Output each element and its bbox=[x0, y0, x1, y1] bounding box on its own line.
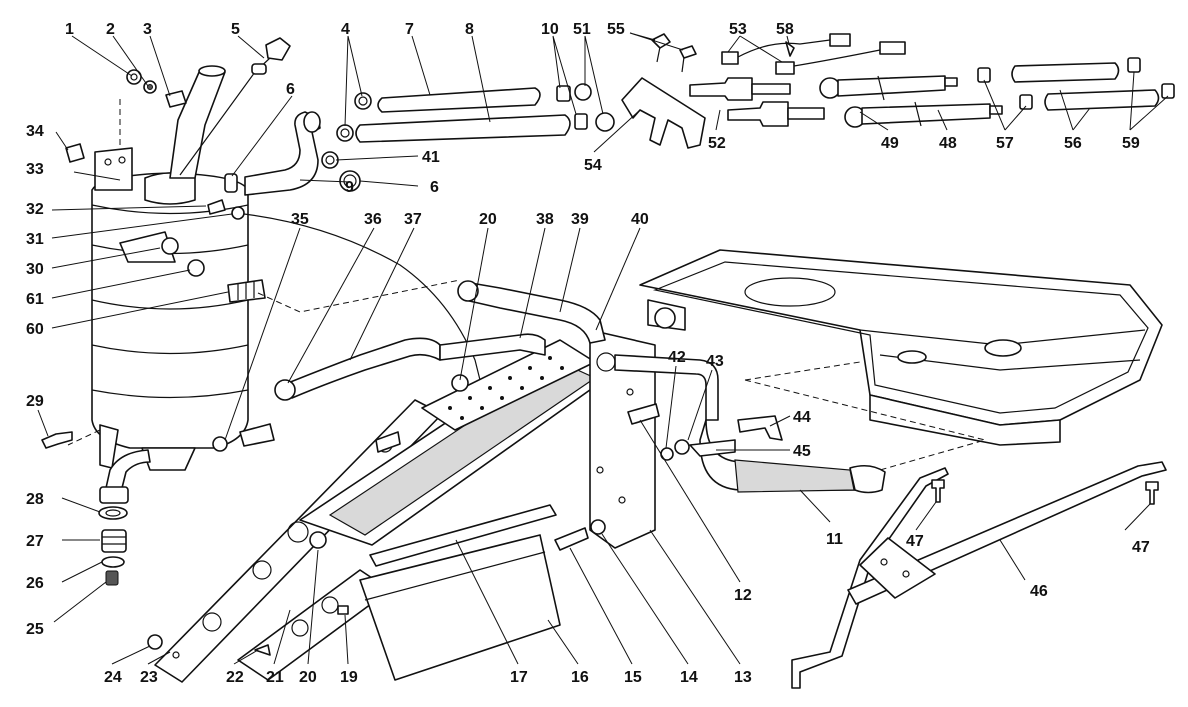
callout-46: 46 bbox=[1030, 583, 1048, 600]
callout-14: 14 bbox=[680, 669, 698, 686]
callout-36: 36 bbox=[364, 211, 382, 228]
callout-55: 55 bbox=[607, 21, 625, 38]
callout-47-left: 47 bbox=[906, 533, 924, 550]
callout-7: 7 bbox=[405, 21, 414, 38]
callout-12: 12 bbox=[734, 587, 752, 604]
leader-lines bbox=[37, 32, 1169, 665]
callout-39: 39 bbox=[571, 211, 589, 228]
callout-30: 30 bbox=[26, 261, 44, 278]
callout-51: 51 bbox=[573, 21, 591, 38]
callout-38: 38 bbox=[536, 211, 554, 228]
callout-23: 23 bbox=[140, 669, 158, 686]
callout-16: 16 bbox=[571, 669, 589, 686]
callout-35: 35 bbox=[291, 211, 309, 228]
callout-15: 15 bbox=[624, 669, 642, 686]
callout-20-bottom: 20 bbox=[299, 669, 317, 686]
callout-33: 33 bbox=[26, 161, 44, 178]
callout-54: 54 bbox=[584, 157, 602, 174]
callout-26: 26 bbox=[26, 575, 44, 592]
callout-41: 41 bbox=[422, 149, 440, 166]
callout-25: 25 bbox=[26, 621, 44, 638]
callout-32: 32 bbox=[26, 201, 44, 218]
callout-10: 10 bbox=[541, 21, 559, 38]
callout-2: 2 bbox=[106, 21, 115, 38]
callout-49: 49 bbox=[881, 135, 899, 152]
oil-return-pipe bbox=[614, 354, 886, 494]
callout-31: 31 bbox=[26, 231, 44, 248]
callout-5: 5 bbox=[231, 21, 240, 38]
callout-60: 60 bbox=[26, 321, 44, 338]
callout-58: 58 bbox=[776, 21, 794, 38]
callout-42: 42 bbox=[668, 349, 686, 366]
callout-59: 59 bbox=[1122, 135, 1140, 152]
callout-28: 28 bbox=[26, 491, 44, 508]
callout-9: 9 bbox=[345, 179, 354, 196]
callout-44: 44 bbox=[793, 409, 811, 426]
callout-27: 27 bbox=[26, 533, 44, 550]
callout-22: 22 bbox=[226, 669, 244, 686]
callout-43: 43 bbox=[706, 353, 724, 370]
callout-37: 37 bbox=[404, 211, 422, 228]
callout-8: 8 bbox=[465, 21, 474, 38]
callout-53: 53 bbox=[729, 21, 747, 38]
callout-34: 34 bbox=[26, 123, 44, 140]
callout-3: 3 bbox=[143, 21, 152, 38]
oil-cooler-assembly bbox=[147, 280, 660, 683]
callout-1: 1 bbox=[65, 21, 74, 38]
callout-47-right: 47 bbox=[1132, 539, 1150, 556]
top-small-parts bbox=[126, 33, 1175, 196]
callout-17: 17 bbox=[510, 669, 528, 686]
left-small-parts bbox=[41, 143, 128, 586]
callout-11: 11 bbox=[826, 531, 843, 548]
callout-19: 19 bbox=[340, 669, 358, 686]
oil-tank bbox=[91, 65, 266, 504]
callout-21: 21 bbox=[266, 669, 284, 686]
callout-61: 61 bbox=[26, 291, 44, 308]
callout-13: 13 bbox=[734, 669, 752, 686]
callout-52: 52 bbox=[708, 135, 726, 152]
callout-20-top: 20 bbox=[479, 211, 497, 228]
callout-24: 24 bbox=[104, 669, 122, 686]
callout-labels: 1 2 3 5 4 7 8 10 51 55 53 58 6 6 41 9 34… bbox=[26, 21, 1150, 686]
support-rod bbox=[791, 461, 1167, 689]
callout-6-bottom: 6 bbox=[430, 179, 439, 196]
callout-56: 56 bbox=[1064, 135, 1082, 152]
callout-29: 29 bbox=[26, 393, 44, 410]
callout-57: 57 bbox=[996, 135, 1014, 152]
oil-pan bbox=[639, 249, 1163, 446]
callout-48: 48 bbox=[939, 135, 957, 152]
callout-45: 45 bbox=[793, 443, 811, 460]
callout-40: 40 bbox=[631, 211, 649, 228]
callout-4: 4 bbox=[341, 21, 350, 38]
callout-6-top: 6 bbox=[286, 81, 295, 98]
